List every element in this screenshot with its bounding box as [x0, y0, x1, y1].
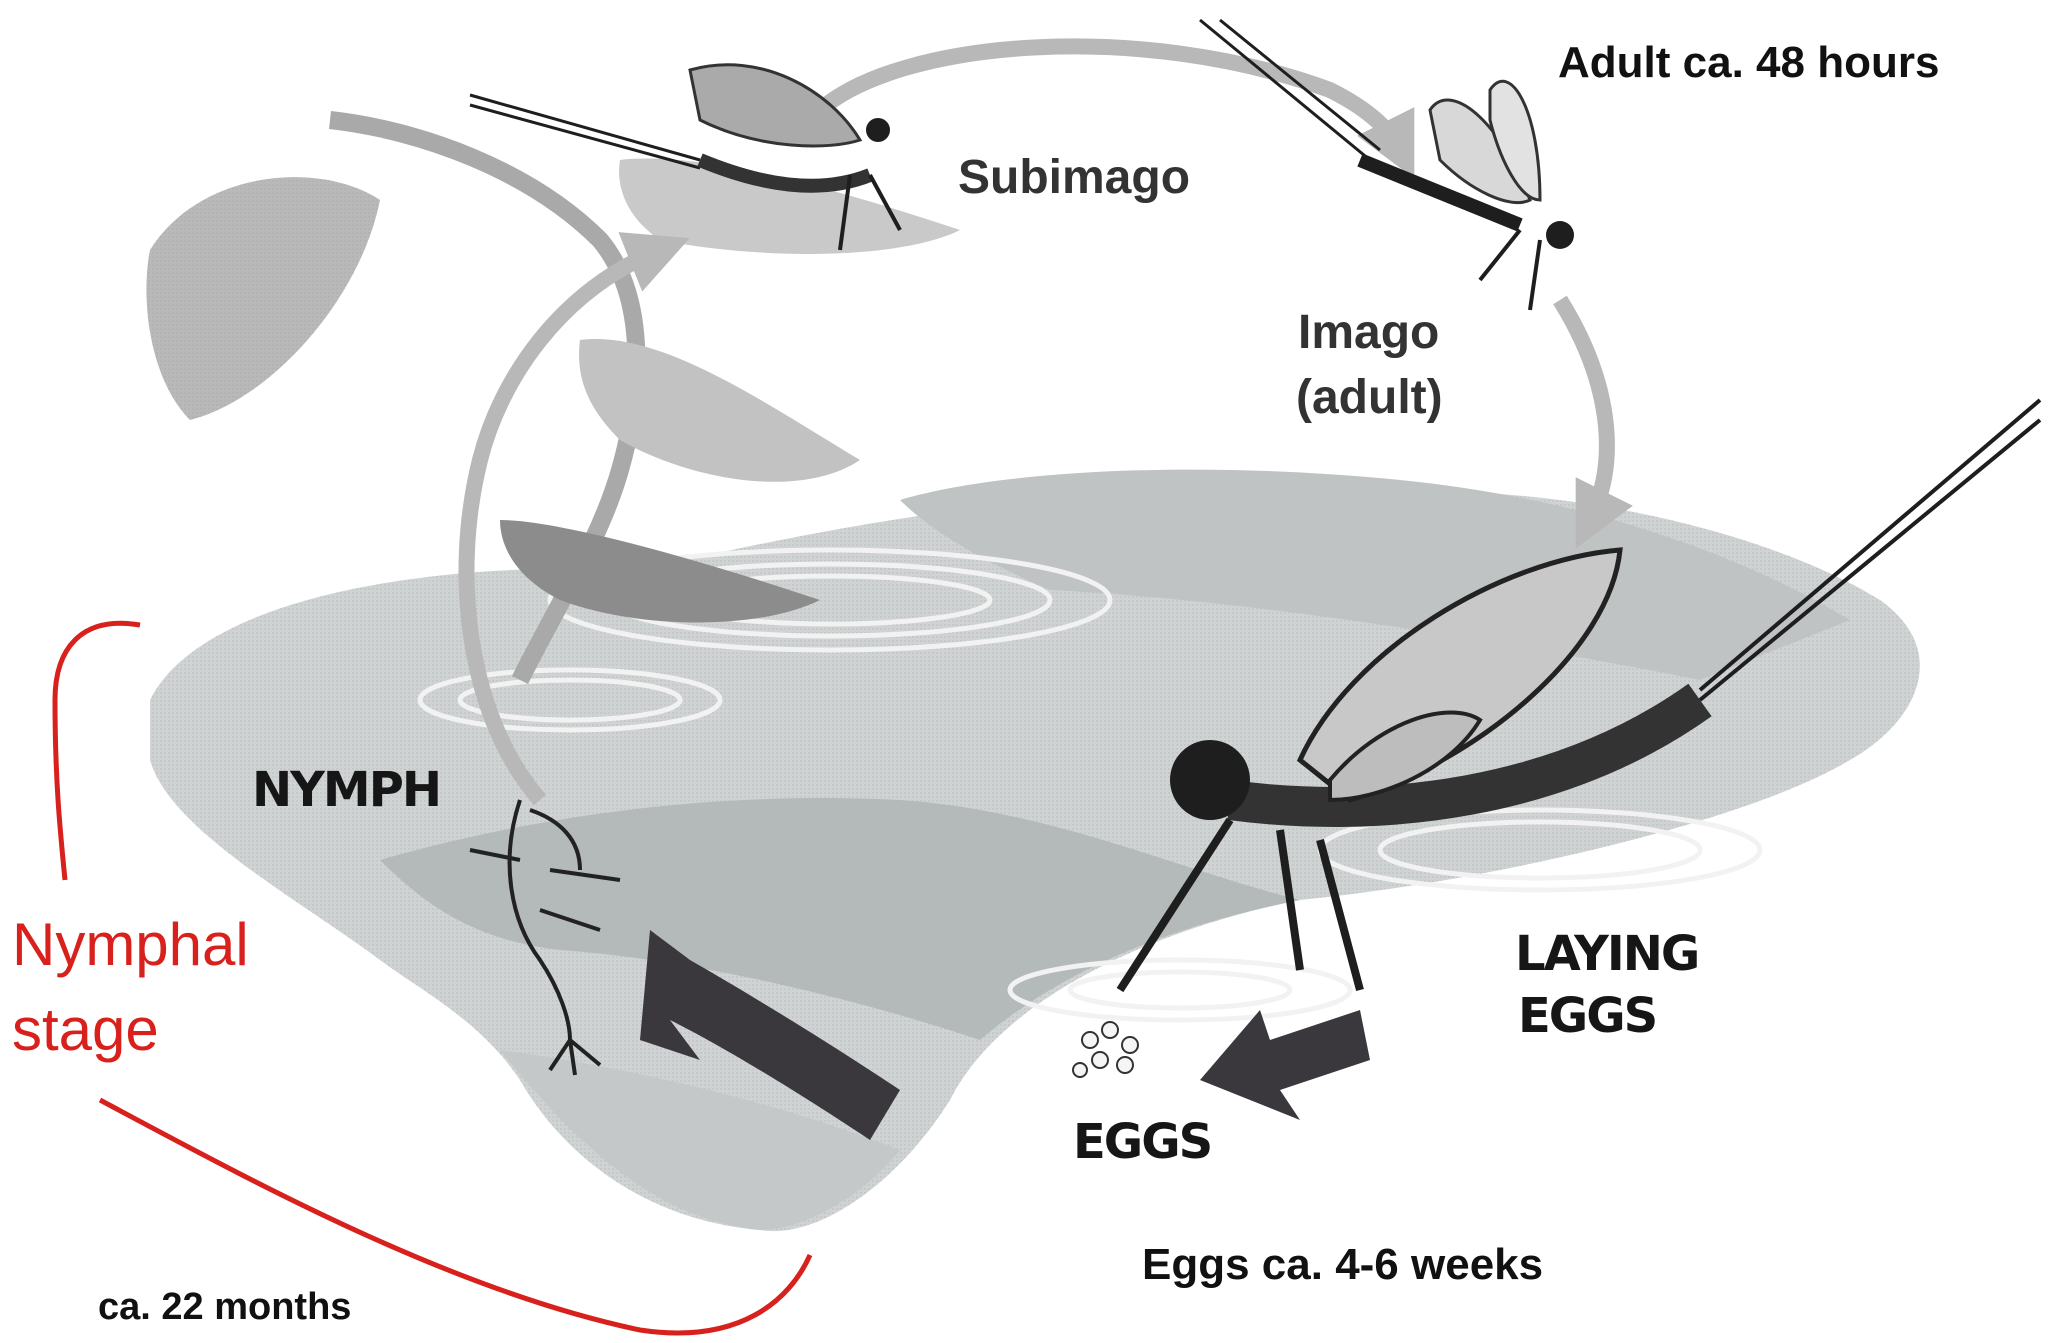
subimago-label: Subimago	[958, 150, 1190, 205]
laying-eggs-label-line1: LAYING	[1515, 926, 1698, 982]
nymphal-stage-label-line1: Nymphal	[12, 910, 249, 979]
nymphal-duration-label: ca. 22 months	[98, 1286, 351, 1329]
imago-label-line2: (adult)	[1296, 370, 1443, 425]
nymph-label: NYMPH	[252, 762, 440, 818]
egg-cluster	[1073, 1022, 1138, 1077]
laying-eggs-label-line2: EGGS	[1518, 988, 1656, 1044]
imago-label-line1: Imago	[1298, 305, 1439, 360]
eggs-label: EGGS	[1073, 1114, 1211, 1170]
nymphal-stage-label-line2: stage	[12, 995, 159, 1064]
pond-water	[150, 470, 1920, 1231]
eggs-duration-label: Eggs ca. 4-6 weeks	[1142, 1240, 1543, 1290]
adult-duration-label: Adult ca. 48 hours	[1558, 38, 1939, 88]
nymphal-stage-bracket	[55, 623, 140, 880]
